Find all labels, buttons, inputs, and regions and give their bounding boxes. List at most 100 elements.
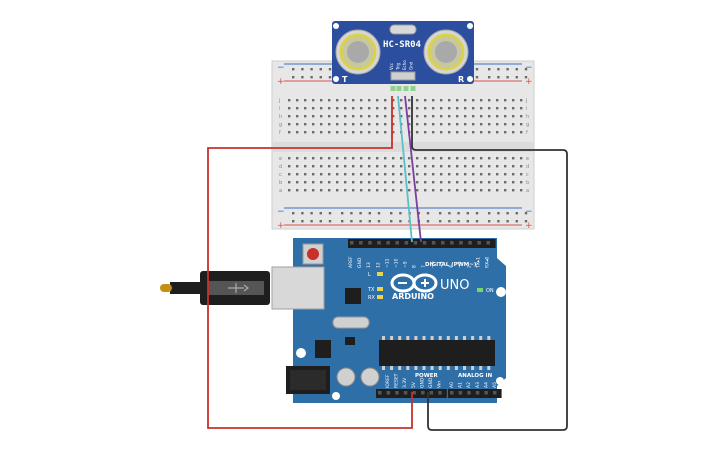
- breadboard-hole[interactable]: [520, 165, 523, 168]
- breadboard-hole[interactable]: [416, 165, 419, 168]
- rail-hole[interactable]: [310, 68, 313, 71]
- wire-vcc-to-5v[interactable]: [207, 96, 413, 429]
- breadboard-hole[interactable]: [344, 165, 347, 168]
- rail-hole[interactable]: [457, 220, 460, 223]
- digital-header-pin[interactable]: [368, 241, 372, 245]
- breadboard-hole[interactable]: [336, 173, 339, 176]
- rail-hole[interactable]: [328, 220, 332, 223]
- breadboard-hole[interactable]: [504, 181, 507, 184]
- breadboard-hole[interactable]: [304, 123, 307, 126]
- rail-hole[interactable]: [506, 212, 509, 215]
- breadboard-hole[interactable]: [368, 181, 371, 184]
- breadboard-hole[interactable]: [384, 107, 387, 110]
- breadboard-hole[interactable]: [312, 99, 315, 102]
- digital-header-pin[interactable]: [413, 241, 418, 245]
- breadboard-hole[interactable]: [512, 173, 515, 176]
- rail-hole[interactable]: [426, 220, 430, 223]
- breadboard-hole[interactable]: [480, 157, 483, 160]
- breadboard-hole[interactable]: [344, 173, 347, 176]
- breadboard-hole[interactable]: [448, 165, 451, 168]
- breadboard-hole[interactable]: [408, 157, 411, 160]
- breadboard-hole[interactable]: [432, 131, 435, 134]
- breadboard-hole[interactable]: [296, 189, 299, 192]
- rail-hole[interactable]: [310, 220, 313, 223]
- breadboard-hole[interactable]: [360, 131, 363, 134]
- analog-header[interactable]: [448, 389, 502, 398]
- breadboard-hole[interactable]: [352, 107, 355, 110]
- rail-hole[interactable]: [488, 68, 491, 71]
- breadboard-hole[interactable]: [504, 115, 507, 118]
- rail-hole[interactable]: [390, 220, 393, 223]
- breadboard-hole[interactable]: [376, 181, 379, 184]
- breadboard-hole[interactable]: [352, 123, 355, 126]
- breadboard-hole[interactable]: [512, 157, 515, 160]
- breadboard-hole[interactable]: [368, 123, 371, 126]
- breadboard-hole[interactable]: [336, 131, 339, 134]
- breadboard-hole[interactable]: [456, 123, 459, 126]
- breadboard-hole[interactable]: [520, 107, 523, 110]
- breadboard-hole[interactable]: [512, 123, 515, 126]
- breadboard-hole[interactable]: [448, 123, 451, 126]
- breadboard-hole[interactable]: [352, 115, 355, 118]
- breadboard-hole[interactable]: [488, 165, 491, 168]
- breadboard-hole[interactable]: [480, 189, 483, 192]
- power-header-pin[interactable]: [378, 391, 382, 395]
- breadboard-hole[interactable]: [472, 107, 475, 110]
- breadboard-hole[interactable]: [424, 131, 427, 134]
- breadboard-hole[interactable]: [288, 99, 291, 102]
- power-header-pin[interactable]: [412, 391, 416, 395]
- breadboard-hole[interactable]: [336, 181, 339, 184]
- rail-hole[interactable]: [524, 68, 528, 71]
- rail-hole[interactable]: [488, 212, 491, 215]
- breadboard-hole[interactable]: [488, 173, 491, 176]
- breadboard-hole[interactable]: [312, 123, 315, 126]
- breadboard-hole[interactable]: [400, 189, 403, 192]
- breadboard-hole[interactable]: [432, 165, 435, 168]
- breadboard-hole[interactable]: [312, 131, 315, 134]
- rail-hole[interactable]: [475, 220, 479, 223]
- breadboard-hole[interactable]: [304, 181, 307, 184]
- breadboard-hole[interactable]: [456, 107, 459, 110]
- breadboard-hole[interactable]: [512, 115, 515, 118]
- breadboard-hole[interactable]: [320, 115, 323, 118]
- breadboard-hole[interactable]: [464, 157, 467, 160]
- rail-hole[interactable]: [448, 212, 451, 215]
- breadboard-hole[interactable]: [464, 107, 467, 110]
- breadboard-hole[interactable]: [392, 115, 395, 118]
- rail-hole[interactable]: [377, 220, 381, 223]
- breadboard-hole[interactable]: [448, 107, 451, 110]
- breadboard-hole[interactable]: [296, 115, 299, 118]
- breadboard-hole[interactable]: [440, 189, 443, 192]
- breadboard-hole[interactable]: [432, 189, 435, 192]
- breadboard-hole[interactable]: [376, 115, 379, 118]
- breadboard-hole[interactable]: [416, 181, 419, 184]
- rail-hole[interactable]: [341, 212, 344, 215]
- breadboard-hole[interactable]: [456, 157, 459, 160]
- breadboard-hole[interactable]: [368, 115, 371, 118]
- breadboard-hole[interactable]: [296, 107, 299, 110]
- rail-hole[interactable]: [399, 220, 402, 223]
- breadboard-hole[interactable]: [344, 115, 347, 118]
- breadboard-hole[interactable]: [440, 157, 443, 160]
- breadboard-hole[interactable]: [320, 181, 323, 184]
- breadboard-hole[interactable]: [416, 107, 419, 110]
- power-header-pin[interactable]: [386, 391, 391, 395]
- breadboard-hole[interactable]: [336, 189, 339, 192]
- analog-header-pin[interactable]: [493, 391, 497, 395]
- breadboard-hole[interactable]: [360, 115, 363, 118]
- breadboard-hole[interactable]: [504, 131, 507, 134]
- breadboard-hole[interactable]: [352, 131, 355, 134]
- breadboard-hole[interactable]: [408, 173, 411, 176]
- breadboard-hole[interactable]: [312, 157, 315, 160]
- rail-hole[interactable]: [310, 76, 313, 79]
- breadboard-hole[interactable]: [448, 115, 451, 118]
- analog-header-pin[interactable]: [458, 391, 463, 395]
- rail-hole[interactable]: [341, 220, 344, 223]
- rail-hole[interactable]: [328, 76, 332, 79]
- breadboard-hole[interactable]: [416, 173, 419, 176]
- breadboard-hole[interactable]: [296, 157, 299, 160]
- breadboard-hole[interactable]: [488, 99, 491, 102]
- rail-hole[interactable]: [319, 68, 322, 71]
- breadboard-hole[interactable]: [472, 131, 475, 134]
- breadboard-hole[interactable]: [432, 157, 435, 160]
